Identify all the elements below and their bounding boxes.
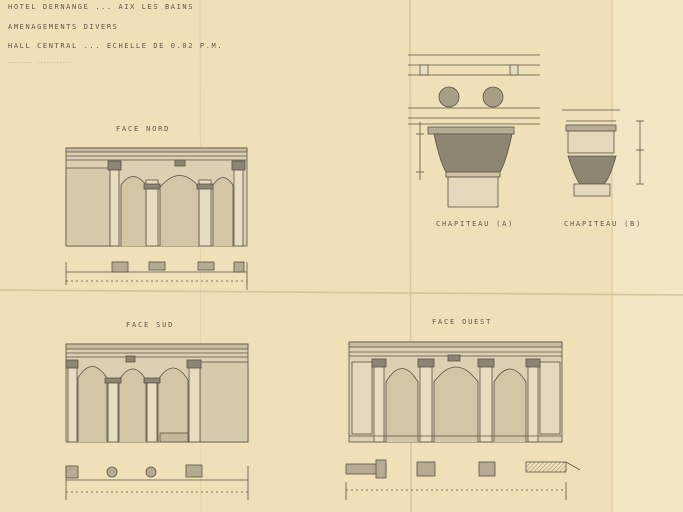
north-face-elevation	[65, 147, 248, 247]
capital-b-detail	[562, 109, 644, 197]
capital-a-label: CHAPITEAU (A)	[436, 220, 515, 228]
horizontal-fold-line	[0, 289, 683, 296]
west-face-elevation	[348, 341, 563, 443]
north-face-plan	[65, 261, 248, 290]
capital-a-detail	[408, 54, 540, 208]
title-line-1: HOTEL DERNANGE ... AIX LES BAINS	[8, 3, 195, 11]
north-face-label: FACE NORD	[116, 125, 171, 133]
west-face-plan	[345, 459, 581, 500]
west-face-label: FACE OUEST	[432, 318, 493, 326]
right-margin-shade	[612, 0, 683, 512]
title-line-2: AMENAGEMENTS DIVERS	[8, 23, 119, 31]
south-face-label: FACE SUD	[126, 321, 175, 329]
south-face-elevation	[65, 343, 249, 443]
south-face-plan	[65, 464, 249, 500]
capital-b-label: CHAPITEAU (B)	[564, 220, 643, 228]
header-note: ........ ...........	[8, 59, 73, 64]
title-line-3: HALL CENTRAL ... ECHELLE DE 0.02 P.M.	[8, 42, 224, 50]
